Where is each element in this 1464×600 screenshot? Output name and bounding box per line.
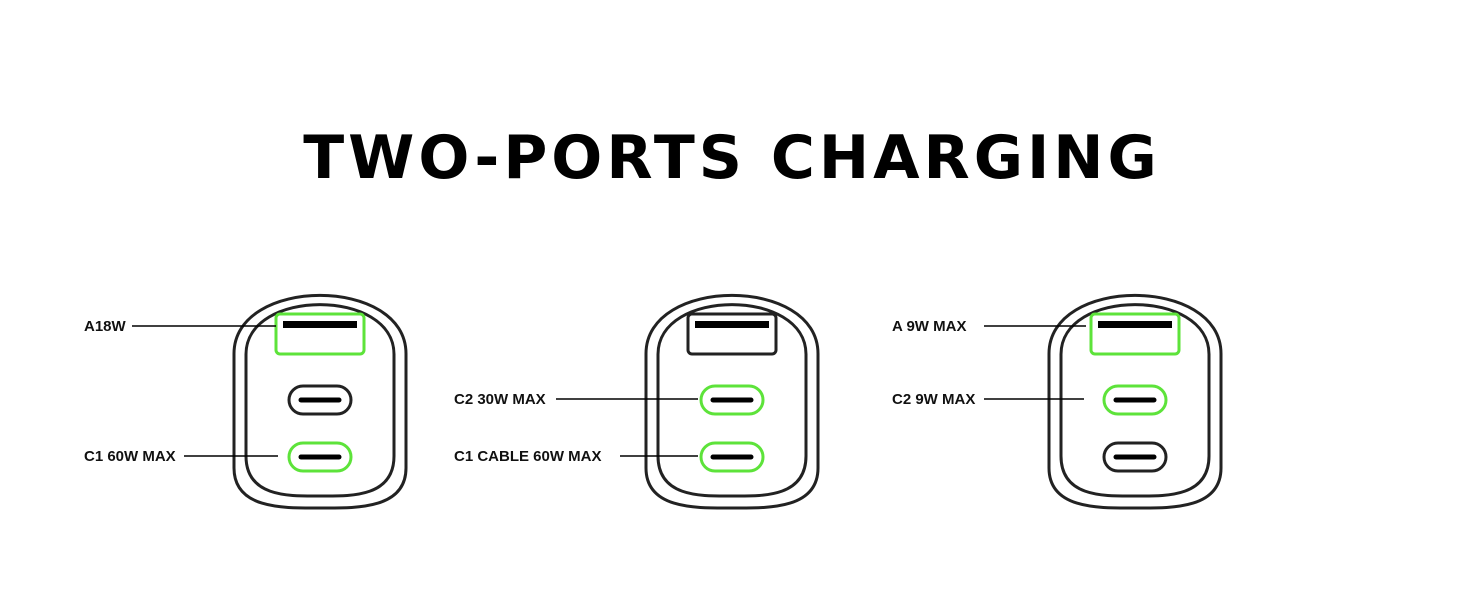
charger-3: A 9W MAX C2 9W MAX bbox=[892, 294, 1223, 510]
port-label-c2: C2 9W MAX bbox=[892, 391, 975, 408]
usb-a-contact-bar bbox=[1098, 321, 1172, 328]
usb-a-port-active bbox=[1089, 312, 1181, 356]
usb-a-port-active bbox=[274, 312, 366, 356]
charger-2: C2 30W MAX C1 CABLE 60W MAX bbox=[454, 294, 820, 510]
usb-a-contact-bar bbox=[695, 321, 769, 328]
port-label-a: A 9W MAX bbox=[892, 318, 966, 335]
port-label-c1: C1 CABLE 60W MAX bbox=[454, 448, 602, 465]
usb-a-contact-bar bbox=[283, 321, 357, 328]
port-label-a: A18W bbox=[84, 318, 127, 335]
port-label-c1: C1 60W MAX bbox=[84, 448, 176, 465]
usb-a-port bbox=[686, 312, 778, 356]
charger-1: A18W C1 60W MAX bbox=[84, 294, 408, 510]
page-title: TWO-PORTS CHARGING bbox=[303, 123, 1161, 193]
port-label-c2: C2 30W MAX bbox=[454, 391, 546, 408]
